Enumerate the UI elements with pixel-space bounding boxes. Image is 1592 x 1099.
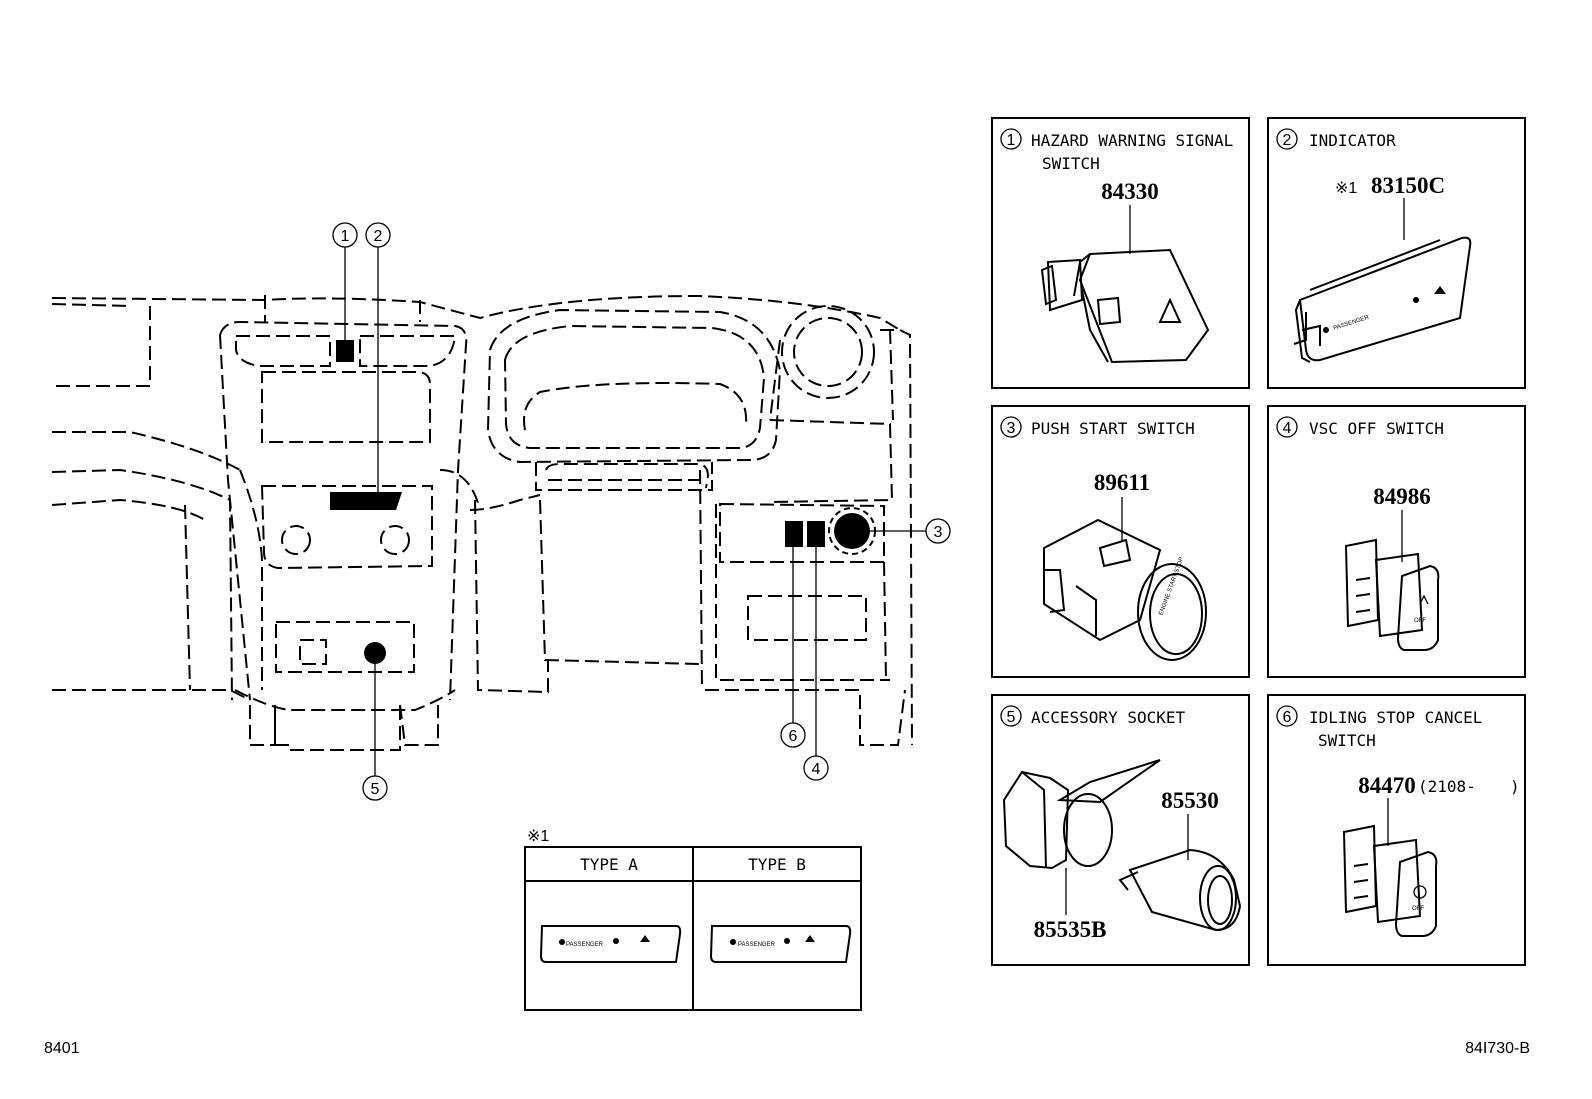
svg-text:SWITCH: SWITCH <box>1318 731 1376 750</box>
idling-stop-drawing: OFF <box>1342 824 1438 937</box>
callout-2: 2 <box>365 222 391 492</box>
svg-text:SWITCH: SWITCH <box>1042 154 1100 173</box>
callout-1: 1 <box>332 222 358 340</box>
svg-text:6: 6 <box>789 728 798 745</box>
vsc-off-switch-marker <box>807 521 825 547</box>
panel-indicator: 2 INDICATOR ※1 83150C PASSENGER <box>1267 117 1526 389</box>
svg-text:HAZARD WARNING SIGNAL: HAZARD WARNING SIGNAL <box>1031 131 1233 150</box>
svg-text:1: 1 <box>1007 132 1016 149</box>
idling-stop-switch-marker <box>785 521 803 547</box>
vsc-off-drawing: OFF <box>1344 538 1440 651</box>
callout-4: 4 <box>803 547 829 781</box>
dashboard-drawing <box>51 294 913 751</box>
panel-push-start-switch: 3 PUSH START SWITCH 89611 ENGINE START S… <box>991 405 1250 678</box>
panel-accessory-socket: 5 ACCESSORY SOCKET 85530 85535B <box>991 694 1250 966</box>
type-a-switch: PASSENGER <box>539 925 682 963</box>
part-number-84470: 84470 <box>1358 773 1416 798</box>
svg-text:PASSENGER: PASSENGER <box>566 942 604 948</box>
part-number-85535b: 85535B <box>1034 917 1107 942</box>
push-start-marker <box>834 513 870 549</box>
svg-text:1: 1 <box>341 228 350 245</box>
svg-text:IDLING STOP CANCEL: IDLING STOP CANCEL <box>1309 708 1482 727</box>
hazard-switch-drawing <box>1040 248 1210 364</box>
type-b-header: TYPE B <box>748 855 806 874</box>
part-number-89611: 89611 <box>1094 470 1150 495</box>
callout-5: 5 <box>362 664 388 801</box>
part-number-83150c: 83150C <box>1371 173 1445 198</box>
page-code-right: 84I730-B <box>1465 1040 1530 1057</box>
svg-text:OFF: OFF <box>1414 618 1426 624</box>
type-table: ※1 TYPE A TYPE B PASSENGER PASSENGER <box>524 828 862 1011</box>
svg-text:): ) <box>1510 777 1520 796</box>
part-number-84986: 84986 <box>1373 484 1431 509</box>
svg-text:3: 3 <box>934 524 943 541</box>
date-range: (2108- <box>1418 777 1476 796</box>
svg-text:6: 6 <box>1283 709 1292 726</box>
panel-hazard-switch: 1 HAZARD WARNING SIGNAL SWITCH 84330 <box>991 117 1250 389</box>
panel-vsc-off-switch: 4 VSC OFF SWITCH 84986 OFF <box>1267 405 1526 678</box>
svg-text:2: 2 <box>374 228 383 245</box>
accessory-socket-marker <box>364 642 386 664</box>
svg-text:VSC OFF SWITCH: VSC OFF SWITCH <box>1309 419 1444 438</box>
svg-text:※1: ※1 <box>1335 180 1357 197</box>
svg-text:※1: ※1 <box>527 828 549 845</box>
svg-text:4: 4 <box>1283 420 1292 437</box>
svg-text:ACCESSORY SOCKET: ACCESSORY SOCKET <box>1031 708 1185 727</box>
accessory-socket-drawing <box>1002 759 1242 932</box>
svg-text:5: 5 <box>1007 709 1016 726</box>
panel-idling-stop-switch: 6 IDLING STOP CANCEL SWITCH 84470 (2108-… <box>1267 694 1526 966</box>
callout-3: 3 <box>870 518 951 544</box>
svg-text:2: 2 <box>1283 132 1292 149</box>
page-code-left: 8401 <box>44 1040 80 1057</box>
type-a-header: TYPE A <box>580 855 638 874</box>
type-b-switch: PASSENGER <box>709 925 852 963</box>
callout-6: 6 <box>780 547 806 748</box>
svg-text:INDICATOR: INDICATOR <box>1309 131 1396 150</box>
svg-text:OFF: OFF <box>1412 906 1424 912</box>
svg-text:4: 4 <box>812 761 821 778</box>
svg-text:3: 3 <box>1007 420 1016 437</box>
hazard-switch-marker <box>336 340 354 362</box>
svg-text:PASSENGER: PASSENGER <box>738 942 776 948</box>
part-number-85530: 85530 <box>1161 788 1219 813</box>
indicator-marker <box>330 492 402 510</box>
svg-text:5: 5 <box>371 781 380 798</box>
svg-text:PUSH START SWITCH: PUSH START SWITCH <box>1031 419 1195 438</box>
part-number-84330: 84330 <box>1101 179 1159 204</box>
